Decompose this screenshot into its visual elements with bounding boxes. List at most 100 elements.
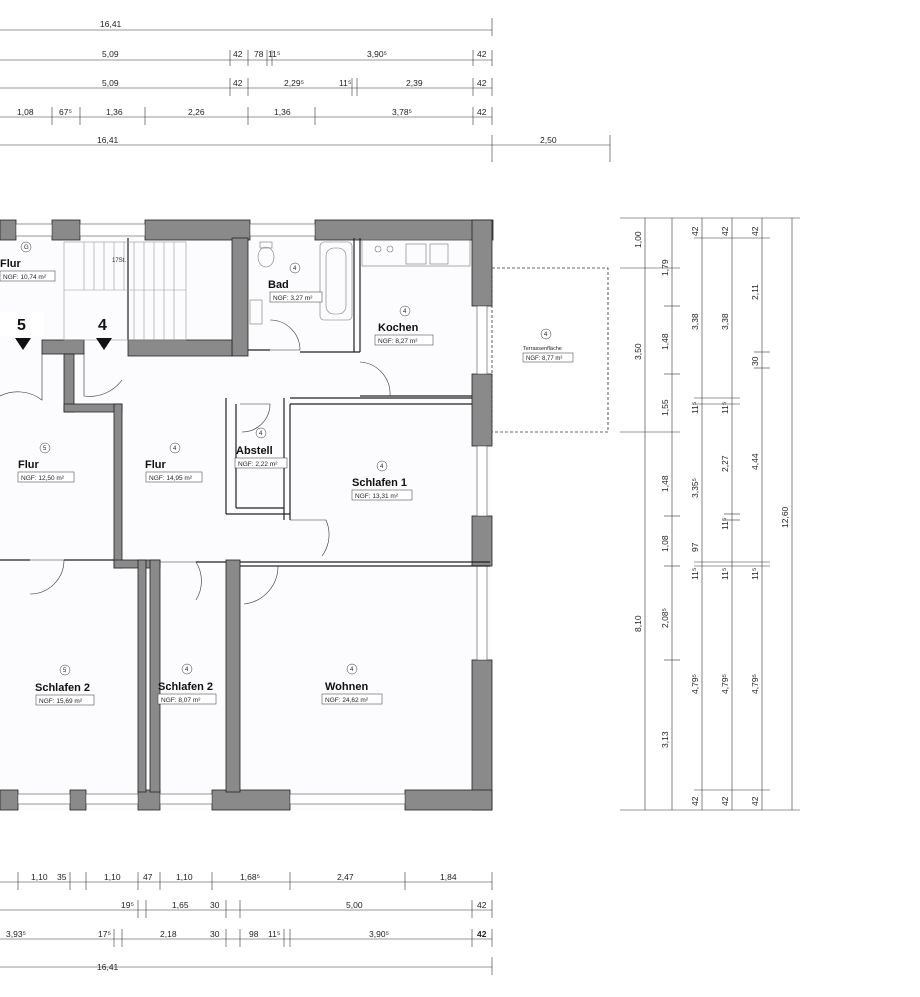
dim-top-r3-0: 5,09 xyxy=(102,78,119,88)
room-circle: 4 xyxy=(173,446,177,452)
dim-top-r1-0: 16,41 xyxy=(100,19,122,29)
dim-right-c3-6: 4,79⁵ xyxy=(690,674,700,694)
dim-right-c1-0: 1,00 xyxy=(633,231,643,248)
dim-right-c2-0: 1,79 xyxy=(660,259,670,276)
door-icon xyxy=(359,361,391,397)
dim-top-r3-1: 42 xyxy=(233,78,243,88)
dim-right-c4-2: 11⁵ xyxy=(720,402,730,414)
room-area: NGF: 14,95 m² xyxy=(149,475,193,482)
dim-bottom-r1-7: 1,84 xyxy=(440,872,457,882)
unit-number-left: 5 xyxy=(17,317,26,334)
dim-right-c2-4: 1,08 xyxy=(660,535,670,552)
room-area: NGF: 24,62 m² xyxy=(325,697,369,704)
dim-right-c2-2: 1,55 xyxy=(660,399,670,416)
dim-bottom-r1-3: 47 xyxy=(143,872,153,882)
door-icon xyxy=(269,319,301,351)
room-schlafen-1: 4 Schlafen 1 NGF: 13,31 m² xyxy=(351,460,413,501)
dim-right-c4-6: 4,79⁵ xyxy=(720,674,730,694)
dim-top-r4-1: 67⁵ xyxy=(59,107,72,117)
door-icon xyxy=(83,354,123,397)
room-flur-5: 5 Flur NGF: 12,50 m² xyxy=(17,442,75,483)
doors xyxy=(0,319,391,605)
dim-right-c2-6: 3,13 xyxy=(660,731,670,748)
dim-right-c5-6: 42 xyxy=(750,796,760,806)
dim-top-r4-5: 3,78⁵ xyxy=(392,107,412,117)
dim-bottom-r3-3: 30 xyxy=(210,929,220,939)
room-area: NGF: 8,77 m² xyxy=(526,356,562,362)
top-dimensions: 16,41 5,09 42 78 11⁵ 3,90⁵ 42 5,09 42 2,… xyxy=(0,18,611,162)
entry-arrow-icon xyxy=(15,338,31,350)
dim-bottom-r1-1: 35 xyxy=(57,872,67,882)
room-bad: 4 Bad NGF: 3,27 m² xyxy=(268,262,323,303)
room-name: Terrassenfläche xyxy=(523,346,562,352)
dim-right-c5-1: 2,11 xyxy=(750,284,760,300)
dim-bottom-r3-7: 42 xyxy=(477,929,487,939)
dim-right-c6-0: 12,60 xyxy=(780,506,790,528)
dim-bottom-r3-2: 2,18 xyxy=(160,929,177,939)
dim-right-c5-4: 11⁵ xyxy=(750,568,760,580)
room-circle: 4 xyxy=(185,667,189,673)
room-area: NGF: 8,27 m² xyxy=(378,338,418,345)
room-circle: G xyxy=(24,245,29,251)
dim-top-r2-2: 78 xyxy=(254,49,264,59)
dim-right-c4-5: 11⁵ xyxy=(720,568,730,580)
toilet-icon xyxy=(257,246,275,268)
dim-right-c5-0: 42 xyxy=(750,226,760,236)
dim-bottom-r3-6: 3,90⁵ xyxy=(369,929,389,939)
dim-bottom-r2-0: 19⁵ xyxy=(121,900,134,910)
door-icon xyxy=(0,354,43,401)
room-circle: 5 xyxy=(63,668,67,674)
room-name: Bad xyxy=(268,279,289,291)
room-name: Flur xyxy=(0,258,21,270)
room-circle: 4 xyxy=(403,309,407,315)
terrace-outline xyxy=(491,267,609,433)
entry-arrow-icon xyxy=(96,338,112,350)
room-area: NGF: 2,22 m² xyxy=(238,461,278,468)
dim-bottom-r2-4: 42 xyxy=(477,900,487,910)
room-schlafen-2-right: 4 Schlafen 2 NGF: 8,07 m² xyxy=(157,663,217,705)
dim-top-r3-4: 2,39 xyxy=(406,78,423,88)
room-schlafen-2-left: 5 Schlafen 2 NGF: 15,69 m² xyxy=(35,664,95,706)
dim-top-r3-5: 42 xyxy=(477,78,487,88)
dim-right-c1-2: 8,10 xyxy=(633,615,643,632)
dim-bottom-r1-0: 1,10 xyxy=(31,872,48,882)
dim-right-c4-4: 11⁵ xyxy=(720,518,730,530)
room-circle: 4 xyxy=(380,464,384,470)
dim-top-r5-1: 2,50 xyxy=(540,135,557,145)
dim-top-r3-2: 2,29⁵ xyxy=(284,78,304,88)
room-name: Flur xyxy=(145,459,166,471)
dim-right-c3-5: 11⁵ xyxy=(690,568,700,580)
room-abstell: 4 Abstell NGF: 2,22 m² xyxy=(234,427,288,469)
dim-right-c2-3: 1,48 xyxy=(660,475,670,492)
dim-right-c5-3: 4,44 xyxy=(750,453,760,470)
windows xyxy=(15,223,488,805)
room-name: Wohnen xyxy=(325,681,368,693)
dim-right-c4-3: 2,27 xyxy=(720,455,730,472)
dim-top-r4-0: 1,08 xyxy=(17,107,34,117)
room-name: Schlafen 1 xyxy=(352,477,407,489)
room-area: NGF: 13,31 m² xyxy=(355,493,399,500)
room-name: Schlafen 2 xyxy=(35,682,90,694)
dim-bottom-r3-0: 3,93⁵ xyxy=(6,929,26,939)
dim-bottom-r3-1: 17⁵ xyxy=(98,929,111,939)
room-flur-4: 4 Flur NGF: 14,95 m² xyxy=(145,442,203,483)
dim-right-c3-0: 42 xyxy=(690,226,700,236)
room-name: Flur xyxy=(18,459,39,471)
room-circle: 4 xyxy=(259,431,263,437)
dim-right-c4-1: 3,38 xyxy=(720,313,730,330)
dim-right-c1-1: 3,50 xyxy=(633,343,643,360)
dim-top-r5-0: 16,41 xyxy=(97,135,119,145)
room-area: NGF: 8,07 m² xyxy=(161,697,201,704)
door-icon xyxy=(160,561,202,601)
unit-marker-4: 4 xyxy=(96,317,112,350)
dim-right-c3-3: 3,35⁵ xyxy=(690,478,700,498)
door-icon xyxy=(240,403,271,433)
dim-bottom-r3-4: 98 xyxy=(249,929,259,939)
room-flur-top: G Flur NGF: 10,74 m² xyxy=(0,241,56,282)
room-kochen: 4 Kochen NGF: 8,27 m² xyxy=(374,305,434,346)
dim-top-r4-6: 42 xyxy=(477,107,487,117)
room-wohnen: 4 Wohnen NGF: 24,62 m² xyxy=(321,663,383,705)
door-icon xyxy=(29,559,65,595)
fixtures xyxy=(249,239,471,325)
dim-right-c2-1: 1,48 xyxy=(660,333,670,350)
